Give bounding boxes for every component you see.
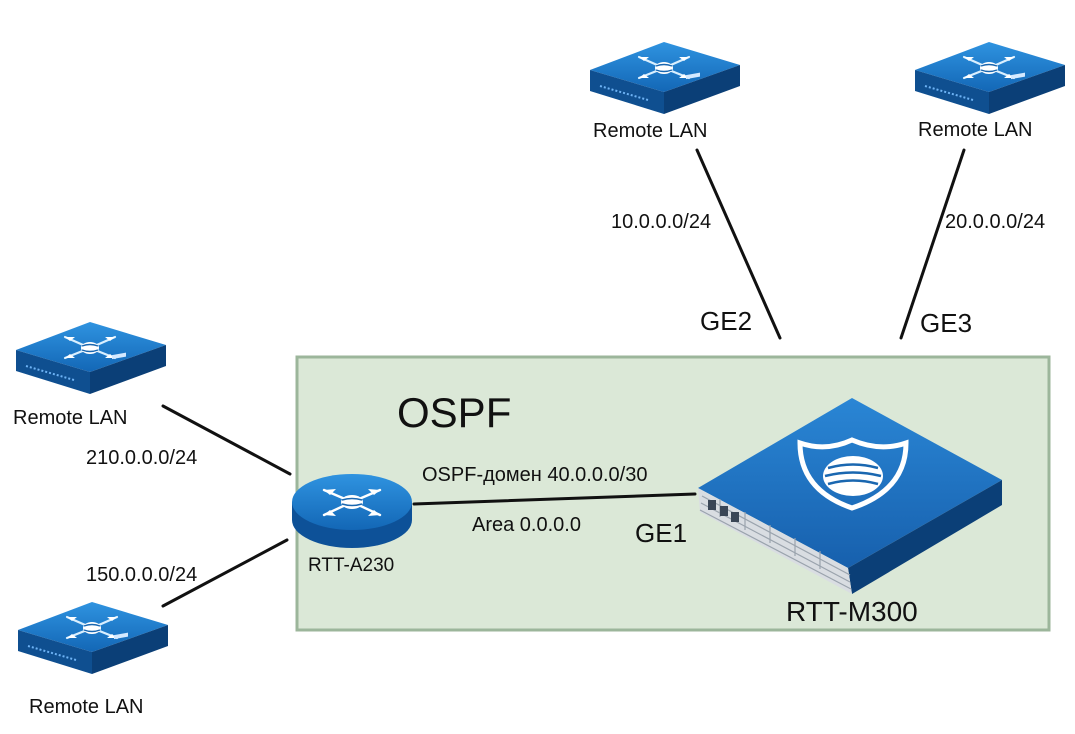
area-label: Area 0.0.0.0: [472, 514, 581, 536]
remote-lan-subnet: 10.0.0.0/24: [611, 211, 712, 233]
link-remote-lan-3-a230: [161, 404, 292, 476]
link-remote-lan-1-ge2: [695, 148, 782, 340]
remote-lan-subnet: 210.0.0.0/24: [86, 447, 198, 469]
remote-lan-label: Remote LAN: [13, 407, 128, 429]
link-remote-lan-2-ge3: [899, 148, 966, 340]
remote-lan-label: Remote LAN: [593, 120, 708, 142]
link-remote-lan-4-a230: [161, 538, 289, 608]
port-label-ge2: GE2: [700, 306, 753, 336]
ospf-area-title: OSPF: [397, 389, 512, 436]
router-icon: [290, 472, 414, 550]
remote-lan-subnet: 20.0.0.0/24: [945, 211, 1046, 233]
ospf-link-label: OSPF-домен 40.0.0.0/30: [422, 464, 648, 486]
remote-lan-subnet: 150.0.0.0/24: [86, 564, 198, 586]
remote-lan-label: Remote LAN: [918, 119, 1033, 141]
switch-icon: [915, 42, 1065, 114]
switch-icon: [16, 322, 166, 394]
switch-icon: [590, 42, 740, 114]
firewall-icon: [698, 398, 1002, 594]
links: [161, 148, 966, 608]
remote-lan-label: Remote LAN: [29, 696, 144, 718]
device-label-rtt-a230: RTT-A230: [308, 555, 395, 576]
port-label-ge3: GE3: [920, 308, 973, 338]
device-label-rtt-m300: RTT-M300: [786, 596, 918, 627]
switch-icon: [18, 602, 168, 674]
port-label-ge1: GE1: [635, 518, 688, 548]
link-a230-m300: [412, 492, 697, 506]
